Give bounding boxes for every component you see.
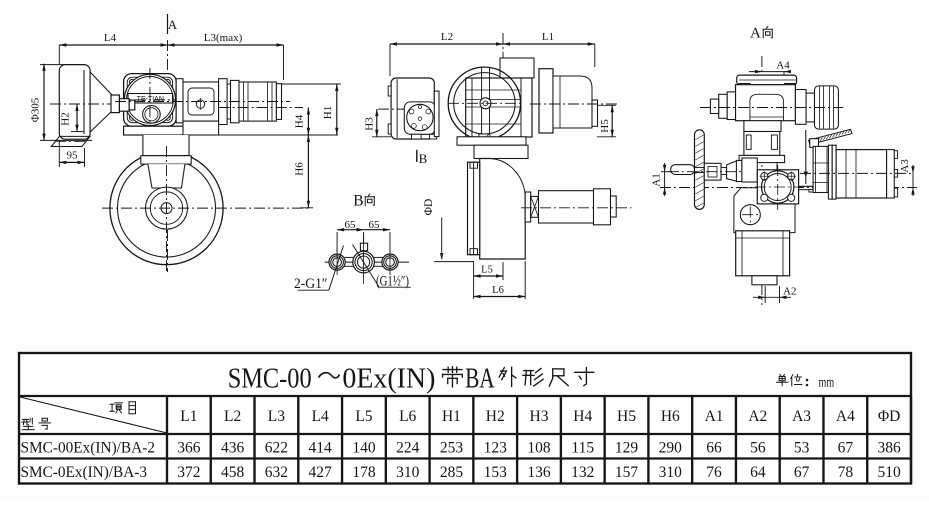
svg-text:L5: L5 <box>355 408 372 425</box>
svg-text:ΦD: ΦD <box>878 408 901 425</box>
svg-text:A2: A2 <box>748 408 767 425</box>
svg-text:A: A <box>750 26 761 42</box>
svg-text:H1: H1 <box>322 106 334 119</box>
svg-text:H1: H1 <box>442 408 461 425</box>
svg-text:L3: L3 <box>268 408 285 425</box>
svg-text:L2: L2 <box>224 408 241 425</box>
svg-text:SMC-00Ex(IN)/BA-2: SMC-00Ex(IN)/BA-2 <box>21 440 156 457</box>
svg-text:65: 65 <box>345 219 357 231</box>
svg-text:L1: L1 <box>542 31 554 43</box>
svg-text:BA: BA <box>465 362 495 394</box>
svg-text:L2: L2 <box>441 31 453 43</box>
svg-text:53: 53 <box>794 440 810 457</box>
svg-text:129: 129 <box>615 440 639 457</box>
svg-text:A3: A3 <box>899 159 911 173</box>
svg-text:H2: H2 <box>60 112 72 125</box>
svg-text:L4: L4 <box>312 408 329 425</box>
svg-text:H6: H6 <box>661 408 680 425</box>
svg-text:157: 157 <box>615 464 639 481</box>
svg-text:ΦD: ΦD <box>423 199 435 216</box>
svg-text:632: 632 <box>265 464 288 481</box>
svg-text:132: 132 <box>571 464 594 481</box>
svg-text:310: 310 <box>659 464 683 481</box>
svg-text:224: 224 <box>396 440 420 457</box>
svg-text:622: 622 <box>265 440 288 457</box>
svg-text:H3: H3 <box>530 408 549 425</box>
svg-text:290: 290 <box>659 440 683 457</box>
svg-text:178: 178 <box>352 464 376 481</box>
svg-text:372: 372 <box>177 464 200 481</box>
svg-text:510: 510 <box>877 464 901 481</box>
svg-text:123: 123 <box>484 440 508 457</box>
svg-text:366: 366 <box>177 440 201 457</box>
svg-text:H2: H2 <box>486 408 505 425</box>
svg-text:136: 136 <box>527 464 551 481</box>
svg-text:2-G1″: 2-G1″ <box>294 276 328 292</box>
svg-text:Φ305: Φ305 <box>30 97 42 122</box>
svg-text:L3(max): L3(max) <box>204 32 243 44</box>
svg-text:L4: L4 <box>104 32 117 44</box>
svg-text:A1: A1 <box>705 408 724 425</box>
svg-text:67: 67 <box>794 464 810 481</box>
svg-text:L6: L6 <box>492 285 504 296</box>
svg-text:(G1½″): (G1½″) <box>376 274 409 290</box>
svg-text:SMC-00: SMC-00 <box>228 362 312 394</box>
svg-text:A2: A2 <box>783 286 796 298</box>
svg-text:56: 56 <box>750 440 766 457</box>
svg-text:458: 458 <box>221 464 245 481</box>
svg-text:64: 64 <box>750 464 766 481</box>
svg-text:H6: H6 <box>294 162 306 176</box>
svg-text:65: 65 <box>369 219 381 231</box>
svg-text:A4: A4 <box>836 408 855 425</box>
svg-text:L1: L1 <box>180 408 197 425</box>
svg-text:H4: H4 <box>294 114 306 128</box>
svg-text:0Ex(IN): 0Ex(IN) <box>342 362 435 394</box>
svg-text:SMC-0Ex(IN)/BA-3: SMC-0Ex(IN)/BA-3 <box>21 464 148 481</box>
svg-text:H3: H3 <box>364 117 376 131</box>
svg-text:67: 67 <box>838 440 854 457</box>
svg-text:A: A <box>168 17 178 32</box>
svg-text:95: 95 <box>67 150 79 162</box>
svg-text:414: 414 <box>309 440 333 457</box>
svg-text:H5: H5 <box>599 119 611 133</box>
svg-text:427: 427 <box>309 464 333 481</box>
svg-text:253: 253 <box>440 440 464 457</box>
svg-text:A4: A4 <box>776 60 790 72</box>
svg-text:L6: L6 <box>399 408 416 425</box>
svg-text:153: 153 <box>484 464 508 481</box>
svg-text:H4: H4 <box>573 408 592 425</box>
svg-text:76: 76 <box>706 464 722 481</box>
svg-text:386: 386 <box>877 440 901 457</box>
svg-text:108: 108 <box>527 440 551 457</box>
svg-text:L5: L5 <box>481 265 493 276</box>
svg-text:66: 66 <box>706 440 722 457</box>
svg-text:B: B <box>353 193 363 210</box>
svg-text:310: 310 <box>396 464 420 481</box>
svg-text:285: 285 <box>440 464 464 481</box>
svg-text:A3: A3 <box>792 408 811 425</box>
svg-text:H5: H5 <box>617 408 636 425</box>
svg-text:436: 436 <box>221 440 245 457</box>
svg-text:B: B <box>419 151 428 166</box>
svg-text:A1: A1 <box>651 173 663 186</box>
svg-text:78: 78 <box>838 464 854 481</box>
svg-text:140: 140 <box>352 440 376 457</box>
svg-text:mm: mm <box>819 374 835 389</box>
svg-text:115: 115 <box>571 440 594 457</box>
